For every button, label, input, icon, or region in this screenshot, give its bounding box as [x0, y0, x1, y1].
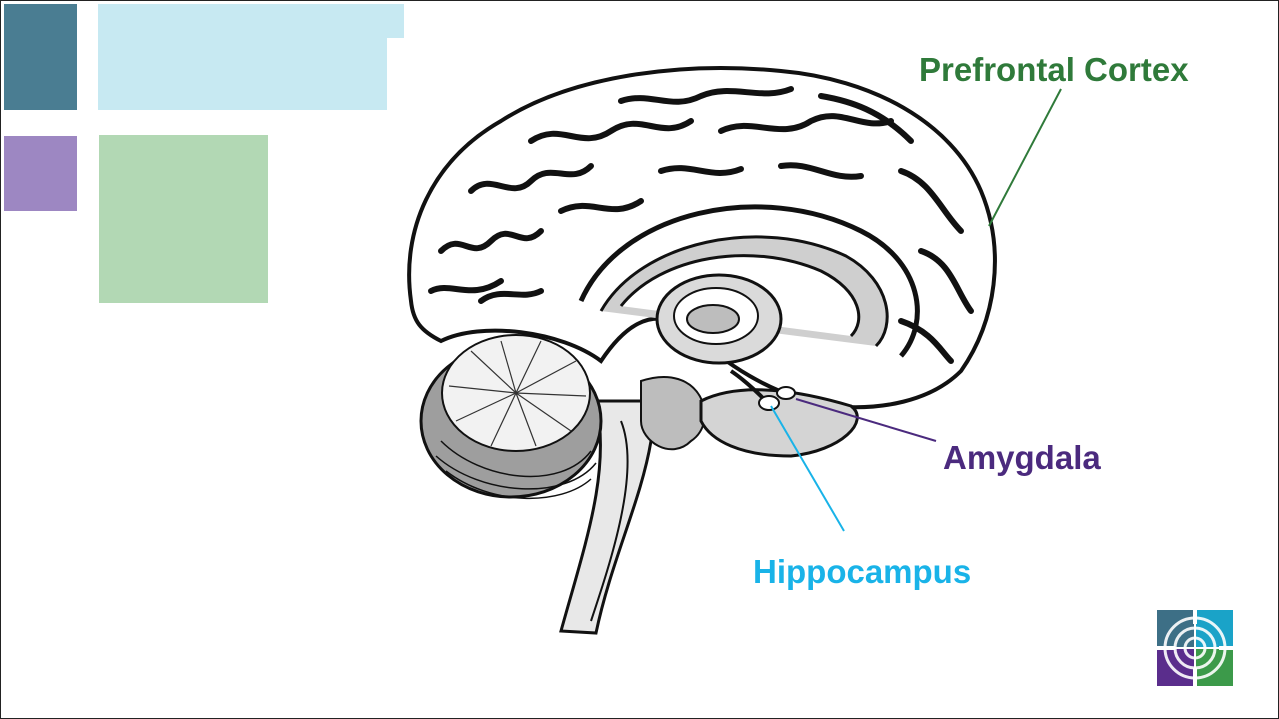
hippocampus-label: Hippocampus [753, 553, 971, 591]
prefrontal-cortex-label: Prefrontal Cortex [919, 51, 1189, 89]
amygdala-label: Amygdala [943, 439, 1101, 477]
prefrontal-pointer-line [989, 89, 1061, 226]
maze-logo-icon [1157, 610, 1233, 686]
